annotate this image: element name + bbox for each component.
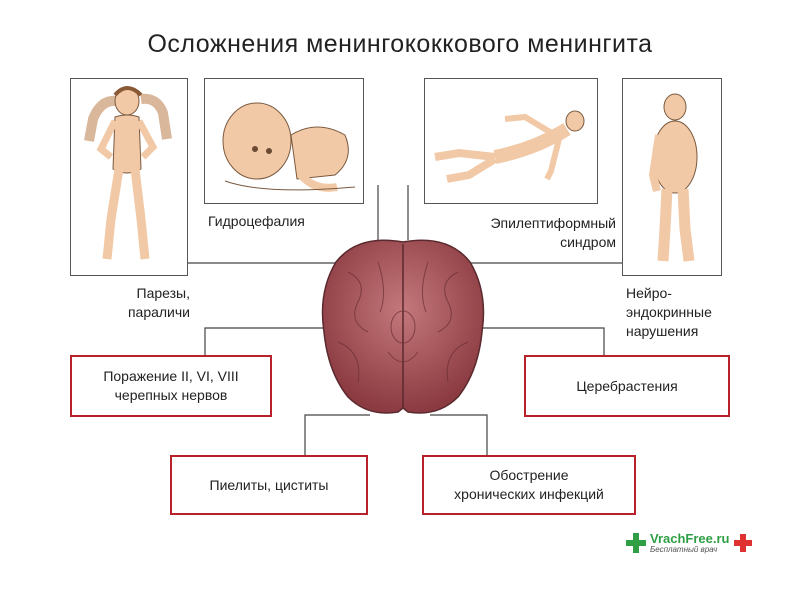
green-cross-icon xyxy=(626,533,646,553)
epileptic-label-line: синдром xyxy=(560,234,616,250)
infections-box: Обострение хронических инфекций xyxy=(422,455,636,515)
paresis-label-line: параличи xyxy=(127,304,190,320)
neuroendocrine-label-line: эндокринные xyxy=(626,304,712,320)
obese-child-illustration xyxy=(648,93,698,262)
connector-nerves xyxy=(204,327,335,355)
cerebrasthenia-box: Церебрастения xyxy=(524,355,730,417)
diagram-title: Осложнения менингококкового менингита xyxy=(147,30,653,58)
neuroendocrine-label-line: Нейро- xyxy=(626,285,672,301)
pyelitis-box: Пиелиты, циститы xyxy=(170,455,368,515)
pyelitis-box-line: Пиелиты, циститы xyxy=(209,476,329,493)
neuroendocrine-picture xyxy=(622,78,722,276)
logo-tagline: Бесплатный врач xyxy=(650,545,718,554)
connector-pyelitis xyxy=(304,414,370,455)
paresis-picture xyxy=(70,78,188,276)
brain-illustration xyxy=(321,239,485,414)
epileptic-picture xyxy=(424,78,598,204)
connector-cerebrasthenia xyxy=(470,327,605,355)
cerebrasthenia-box-line: Церебрастения xyxy=(576,377,678,394)
nerves-box: Поражение II, VI, VIII черепных нервов xyxy=(70,355,272,417)
infections-box-line: хронических инфекций xyxy=(454,486,604,502)
infections-box-line: Обострение xyxy=(489,467,569,483)
logo-name: VrachFree.ru xyxy=(650,531,730,546)
epileptic-figure-illustration xyxy=(434,110,585,183)
infant-hydrocephalus-illustration xyxy=(222,102,356,192)
connector-infections xyxy=(430,414,488,455)
epileptic-label: Эпилептиформный синдром xyxy=(480,214,616,252)
red-cross-icon xyxy=(733,534,752,552)
nerves-box-line: черепных нервов xyxy=(114,387,228,403)
neuroendocrine-label-line: нарушения xyxy=(626,323,699,339)
neuroendocrine-label: Нейро- эндокринные нарушения xyxy=(626,284,712,341)
hydrocephalus-picture xyxy=(204,78,364,204)
paresis-label-line: Парезы, xyxy=(136,285,190,301)
paresis-label: Парезы, параличи xyxy=(100,284,190,322)
hydrocephalus-label: Гидроцефалия xyxy=(208,213,305,229)
vrachfree-logo: VrachFree.ru Бесплатный врач xyxy=(626,530,752,556)
child-paresis-illustration xyxy=(84,86,172,260)
nerves-box-line: Поражение II, VI, VIII xyxy=(103,368,239,384)
epileptic-label-line: Эпилептиформный xyxy=(490,215,616,231)
